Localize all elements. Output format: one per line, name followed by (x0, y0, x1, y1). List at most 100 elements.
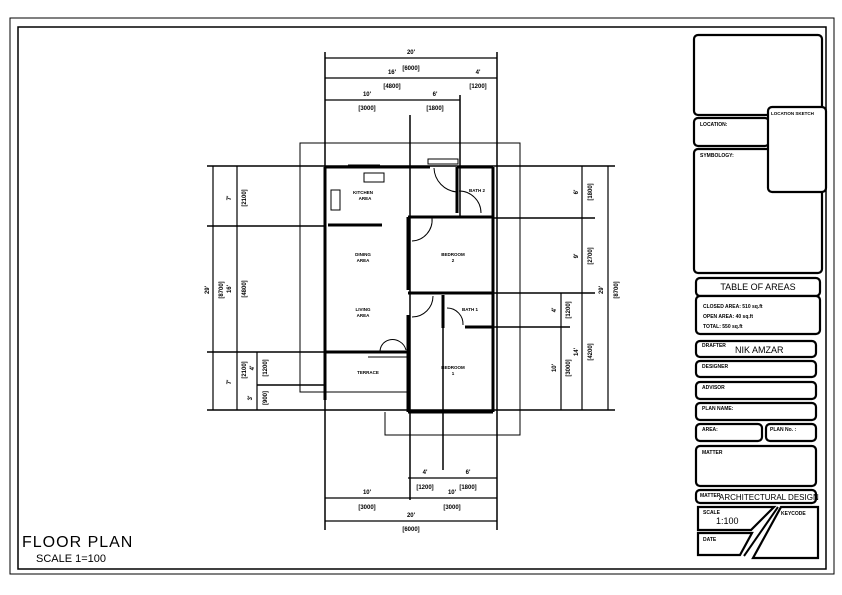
dim-right-6-ft: 6' (574, 189, 580, 194)
dim-bottom-overall-ft: 20' (407, 513, 416, 519)
dim-right-10-mm: [3000] (566, 359, 572, 376)
location-sketch-label: LOCATION SKETCH (771, 111, 814, 116)
room-label-bedroom1-num: 1 (452, 371, 455, 376)
scale-label: SCALE (703, 510, 721, 516)
dim-top-4-mm: [1200] (469, 84, 486, 90)
room-label-dining-area: AREA (357, 258, 371, 263)
dim-left-16-mm: [4800] (242, 280, 248, 297)
dim-top-overall-mm: [6000] (402, 66, 419, 72)
walls (323, 158, 495, 414)
dim-bottom-10a-mm: [3000] (358, 505, 375, 511)
matter2-label: MATTER (700, 493, 721, 499)
dim-right-14-ft: 14' (574, 347, 580, 356)
dim-bottom-6-ft: 6' (466, 470, 471, 476)
room-label-kitchen: KITCHEN (353, 190, 373, 195)
dim-top-16-ft: 16' (388, 70, 397, 76)
room-label-bedroom2-num: 2 (452, 258, 455, 263)
dimensions-bottom: 4' [1200] 6' [1800] 10' [3000] 10' [3000… (325, 470, 497, 533)
advisor-label: ADVISOR (702, 385, 725, 391)
room-label-bedroom1: BEDROOM (441, 365, 465, 370)
designer-label: DESIGNER (702, 364, 729, 370)
dim-left-7b-mm: [2100] (242, 361, 248, 378)
table-of-areas-body (694, 294, 822, 336)
room-label-living: LIVING (355, 307, 371, 312)
dim-right-4-mm: [1200] (566, 301, 572, 318)
dim-left-7a-mm: [2100] (242, 189, 248, 206)
dim-left-overall-mm: [8700] (219, 281, 225, 298)
advisor-box (694, 380, 818, 401)
closed-area: CLOSED AREA: 510 sq.ft (703, 304, 763, 310)
keycode-box (751, 505, 820, 560)
room-label-dining: DINING (355, 252, 371, 257)
doors (379, 167, 482, 353)
dim-right-14-mm: [4200] (588, 343, 594, 360)
dim-top-4-ft: 4' (476, 70, 481, 76)
dim-left-overall-ft: 29' (205, 285, 211, 294)
matter2-box (694, 488, 818, 505)
matter-label: MATTER (702, 450, 723, 456)
dimensions-top: 20' [6000] 16' [4800] 4' [1200] 10' [300… (325, 50, 497, 112)
dim-top-16-mm: [4800] (383, 84, 400, 90)
logo-box (692, 33, 824, 117)
dim-left-3-ft: 3' (248, 395, 254, 400)
dim-top-6-ft: 6' (433, 92, 438, 98)
dim-right-9-ft: 9' (574, 253, 580, 258)
dim-right-10-ft: 10' (552, 363, 558, 372)
plan-name-label: PLAN NAME: (702, 406, 734, 412)
dim-left-16-ft: 16' (227, 284, 233, 293)
room-label-terrace: TERRACE (357, 370, 379, 375)
total-area: TOTAL: 550 sq.ft (703, 324, 743, 330)
location-label: LOCATION: (700, 122, 728, 128)
dim-left-7a-ft: 7' (227, 195, 233, 200)
room-label-bath2: BATH 2 (469, 188, 485, 193)
sheet-inner-border (17, 26, 827, 570)
dimensions-left: 29' [8700] 7' [2100] 16' [4800] 7' [2100… (205, 166, 269, 410)
dim-right-overall-ft: 29' (599, 285, 605, 294)
table-of-areas-title: TABLE OF AREAS (720, 282, 795, 292)
dim-right-overall-mm: [8700] (614, 281, 620, 298)
date-box (696, 531, 754, 557)
dim-right-9-mm: [2700] (588, 247, 594, 264)
drafter-value: NIK AMZAR (735, 345, 784, 355)
matter2-value: ARCHITECTURAL DESIGN (719, 493, 819, 502)
drafter-box (694, 339, 818, 359)
dim-top-overall-ft: 20' (407, 50, 416, 56)
plan-no-label: PLAN No. : (770, 427, 796, 433)
dim-left-7b-ft: 7' (227, 379, 233, 384)
date-label: DATE (703, 537, 717, 543)
dim-top-10-mm: [3000] (358, 106, 375, 112)
scale-box (696, 505, 777, 532)
dim-bottom-10a-ft: 10' (363, 490, 372, 496)
drafter-label: DRAFTER (702, 343, 726, 349)
location-sketch-box (766, 105, 828, 194)
room-labels: KITCHEN AREA DINING AREA LIVING AREA BED… (353, 188, 485, 376)
plan-no-box (764, 422, 818, 443)
dim-top-6-mm: [1800] (426, 106, 443, 112)
dim-bottom-10b-mm: [3000] (443, 505, 460, 511)
grid-lines (207, 52, 615, 530)
site-outline (299, 142, 521, 436)
symbology-label: SYMBOLOGY: (700, 153, 734, 159)
scale-value: 1:100 (716, 516, 739, 526)
dim-right-6-mm: [1800] (588, 183, 594, 200)
dim-left-4-mm: [1200] (263, 359, 269, 376)
dim-left-3-mm: [900] (263, 391, 269, 405)
room-label-kitchen-area: AREA (359, 196, 373, 201)
dim-left-4-ft: 4' (250, 365, 256, 370)
dim-top-10-ft: 10' (363, 92, 372, 98)
room-label-bath1: BATH 1 (462, 307, 478, 312)
keycode-divider (743, 506, 779, 557)
keycode-label: KEYCODE (781, 511, 806, 517)
sheet-outer-border (9, 17, 835, 575)
plan-name-box (694, 401, 818, 422)
drawing-scale: SCALE 1=100 (36, 553, 106, 565)
drawing-title: FLOOR PLAN (22, 534, 133, 551)
dim-bottom-4-mm: [1200] (416, 485, 433, 491)
title-block: LOCATION: SYMBOLOGY: LOCATION SKETCH TAB… (692, 33, 828, 560)
dim-bottom-6-mm: [1800] (459, 485, 476, 491)
dim-bottom-4-ft: 4' (423, 470, 428, 476)
dim-right-4-ft: 4' (552, 307, 558, 312)
room-label-living-area: AREA (357, 313, 371, 318)
area-box (694, 422, 764, 443)
